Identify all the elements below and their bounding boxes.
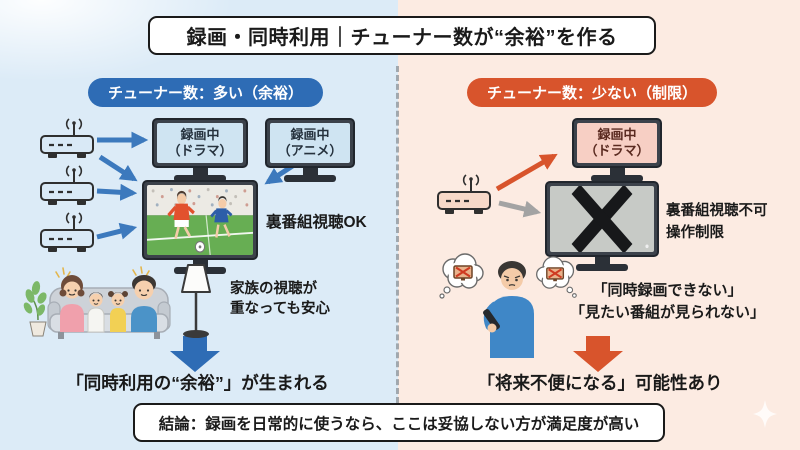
recording-channel: （ドラマ） [584, 143, 650, 158]
left-result-text: 「同時利用の“余裕”」が生まれる [25, 370, 370, 395]
tv-base [284, 175, 336, 182]
thought-bubble-blocked-tv [536, 256, 577, 298]
soccer-screen [147, 185, 253, 255]
player-blue [210, 196, 233, 238]
recording-label: 録画中 [597, 127, 637, 143]
tv-base [174, 175, 226, 182]
tv-frame: 録画中 （アニメ） [265, 118, 355, 168]
tuner-router-icon [40, 118, 94, 158]
tuner-router-icon [40, 165, 94, 205]
thought-bubble-blocked-tv [439, 253, 484, 299]
family-note: 家族の視聴が 重なっても安心 [230, 279, 330, 320]
worried-man-illustration [483, 261, 534, 358]
tv-frame [142, 180, 258, 260]
father [131, 275, 157, 332]
complaint-line2: 「見たい番組が見られない」 [569, 303, 765, 321]
title-box: 録画・同時利用｜チューナー数が“余裕”を作る [148, 16, 656, 55]
boy [87, 292, 105, 333]
family-note-line2: 重なっても安心 [230, 301, 331, 318]
backprogram-ng-line1: 裏番組視聴不可 [666, 203, 768, 219]
conclusion-box: 結論：録画を日常的に使うなら、ここは妥協しない方が満足度が高い [133, 403, 665, 442]
tv-stand [302, 168, 318, 175]
player-red [167, 190, 195, 240]
conclusion-text: 結論：録画を日常的に使うなら、ここは妥協しない方が満足度が高い [158, 415, 640, 433]
family-note-line1: 家族の視聴が [230, 281, 317, 297]
tv-frame: 録画中 （ドラマ） [572, 118, 662, 168]
x-mark-icon [550, 186, 654, 252]
soccer-match-illustration [147, 185, 253, 255]
recording-channel: （アニメ） [277, 143, 343, 158]
right-result-label: 「将来不便になる」可能性あり [477, 373, 723, 393]
recording-label: 録画中 [290, 127, 330, 143]
backprogram-ok-text: 裏番組視聴OK [266, 214, 367, 231]
right-result-text: 「将来不便になる」可能性あり [435, 370, 765, 395]
tv-frame: 録画中 （ドラマ） [152, 118, 248, 168]
backprogram-ng-line2: 操作制限 [666, 225, 724, 242]
panel-divider [396, 66, 399, 403]
tuner-router-icon [437, 174, 491, 214]
recording-channel: （ドラマ） [167, 143, 233, 158]
left-badge-label: チューナー数：多い（余裕） [108, 85, 304, 102]
tv-screen: 録画中 （アニメ） [270, 123, 350, 163]
right-badge: チューナー数：少ない（制限） [467, 78, 718, 107]
tuner-router-icon [40, 212, 94, 252]
blocked-screen [550, 186, 654, 252]
backprogram-ok-note: 裏番組視聴OK [266, 210, 367, 232]
left-result-label: 「同時利用の“余裕”」が生まれる [66, 373, 329, 393]
tv-stand [594, 257, 610, 264]
recording-tv-drama-right: 録画中 （ドラマ） [572, 118, 662, 182]
backprogram-ng-note: 裏番組視聴不可 操作制限 [666, 200, 768, 245]
family-illustration [23, 266, 171, 339]
tv-stand [192, 260, 208, 267]
recording-label: 録画中 [180, 127, 220, 143]
main-tv-soccer [142, 180, 258, 274]
tv-frame [545, 181, 659, 257]
main-tv-blocked [545, 181, 659, 271]
left-badge: チューナー数：多い（余裕） [88, 78, 324, 107]
mother [59, 275, 85, 332]
complaints-note: 「同時録画できない」 「見たい番組が見られない」 [565, 280, 770, 324]
right-badge-label: チューナー数：少ない（制限） [487, 85, 698, 102]
tv-base [576, 264, 628, 271]
girl [108, 291, 128, 332]
floor-lamp-icon [181, 264, 211, 338]
tv-screen: 録画中 （ドラマ） [157, 123, 243, 163]
recording-tv-drama-left: 録画中 （ドラマ） [152, 118, 248, 182]
tv-base [591, 175, 643, 182]
tv-stand [192, 168, 208, 175]
recording-tv-anime-left: 録画中 （アニメ） [265, 118, 355, 182]
tv-screen: 録画中 （ドラマ） [577, 123, 657, 163]
tv-stand [609, 168, 625, 175]
page-title: 録画・同時利用｜チューナー数が“余裕”を作る [186, 27, 618, 49]
complaint-line1: 「同時録画できない」 [592, 282, 743, 299]
